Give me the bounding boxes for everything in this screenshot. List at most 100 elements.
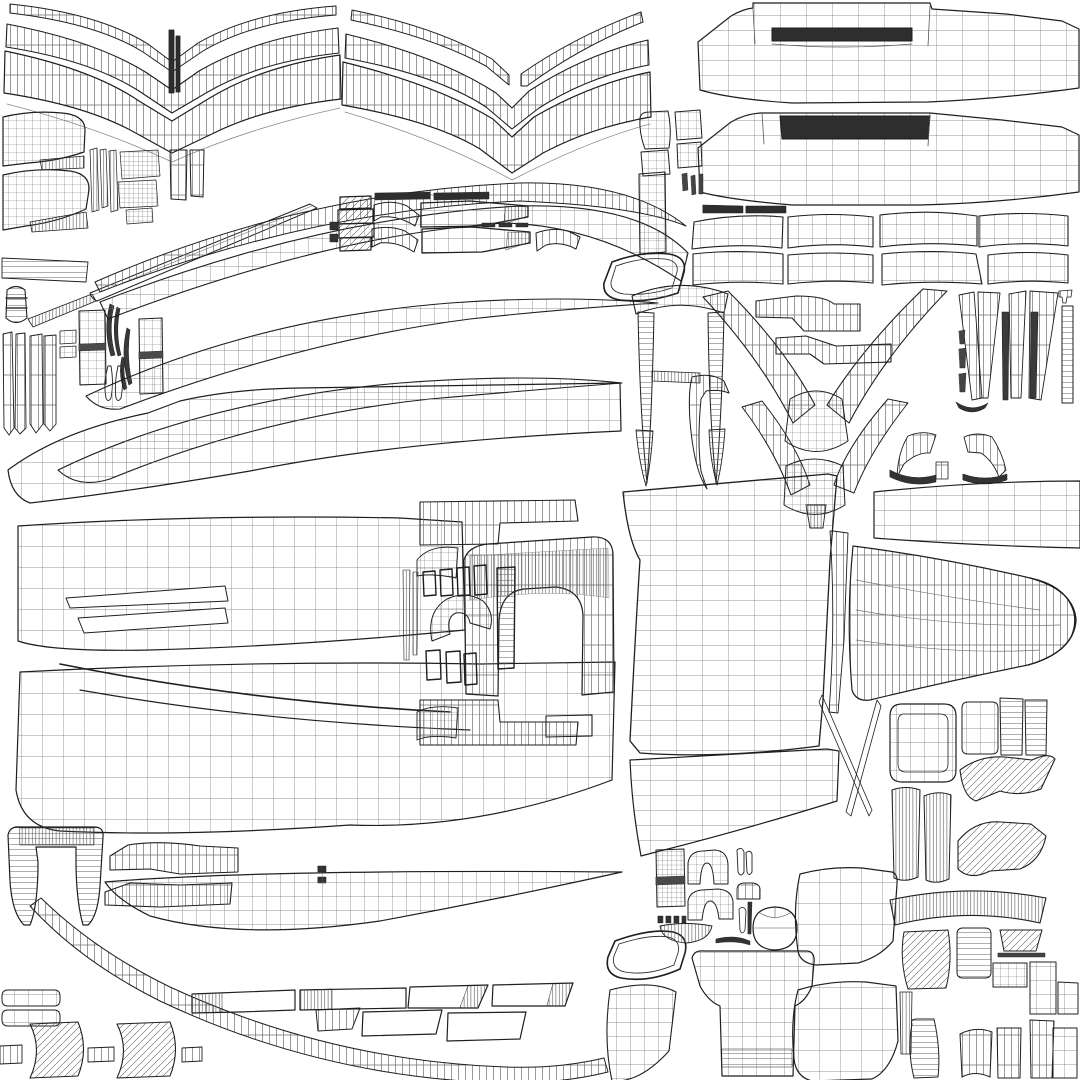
dark-bar-1 xyxy=(374,191,431,201)
sweep-tail xyxy=(606,984,677,1080)
panel-pair-2 xyxy=(1024,699,1048,756)
window-step-bottom xyxy=(419,699,579,746)
central-panel xyxy=(622,473,838,756)
sliver-2 xyxy=(845,699,882,817)
vertical-column-1 xyxy=(891,787,921,881)
flag-2 xyxy=(640,149,671,177)
chevron-center-band-a-right xyxy=(520,11,644,87)
bottom-box-5 xyxy=(361,1009,443,1037)
bowl-arc xyxy=(955,401,989,413)
chevron-left-band-c xyxy=(3,50,342,154)
arch-2 xyxy=(687,888,734,921)
strip-r1c2 xyxy=(787,213,874,249)
panel-pair-1 xyxy=(999,697,1024,756)
striped-bits xyxy=(329,221,339,243)
corner-piece xyxy=(688,374,730,490)
right-box xyxy=(1029,961,1057,1015)
connector-1 xyxy=(0,1044,23,1065)
arrow-piece xyxy=(315,1007,361,1032)
handle-rect-5 xyxy=(425,649,442,681)
tall-strip xyxy=(638,171,667,255)
trumpet-flow-lines xyxy=(855,579,1061,652)
seat-back-band xyxy=(721,1048,793,1068)
fan-bowl xyxy=(659,923,713,944)
strip-r1c1 xyxy=(691,215,784,250)
pillar-rod-b xyxy=(1029,311,1039,399)
left-strip-2 xyxy=(14,332,27,435)
bumper-bottom-creases xyxy=(761,112,931,147)
pillar-bit-3 xyxy=(958,372,967,393)
grid-panel-2 xyxy=(421,226,531,254)
chevron-block-1 xyxy=(29,1021,85,1079)
chevron-center-band-c xyxy=(341,61,652,174)
strip-r1c4 xyxy=(978,212,1069,248)
central-lower-panel xyxy=(629,748,840,857)
barrel xyxy=(5,285,28,324)
handle-thin-2 xyxy=(412,571,419,656)
diag-blade-2 xyxy=(27,293,97,328)
right-panel-1 xyxy=(1057,981,1079,1015)
small-round-rect xyxy=(961,701,999,755)
z-ribbon-1 xyxy=(959,755,1056,802)
grid-panel-2-end xyxy=(505,231,531,251)
column-strip xyxy=(496,566,516,670)
long-grid-band xyxy=(873,480,1080,549)
bottom-box-2-hatch xyxy=(299,988,333,1011)
sliver-1 xyxy=(818,694,873,817)
flag-1 xyxy=(639,110,671,150)
bullet-1 xyxy=(736,847,745,876)
connector-2 xyxy=(87,1046,115,1063)
tong-2 xyxy=(113,306,122,357)
segment-strip xyxy=(1061,305,1074,404)
chevron-left-band-a xyxy=(9,3,337,73)
u-bracket xyxy=(7,826,104,926)
bottom-box-4-end xyxy=(546,982,574,1007)
wing-2 xyxy=(371,226,419,253)
fender-slit-1 xyxy=(65,585,229,609)
small-panel-c2 xyxy=(996,1027,1022,1079)
striped-box-4 xyxy=(339,236,372,252)
fender-b-crease xyxy=(59,663,451,713)
trumpet-bell xyxy=(1027,577,1077,666)
chevron-column xyxy=(901,929,951,990)
handle-rect-7 xyxy=(463,652,478,686)
small-panel-c1 xyxy=(959,1028,993,1078)
vent-bar-a xyxy=(702,204,744,214)
right-panel-2 xyxy=(1052,1027,1078,1079)
bumper-top-body xyxy=(697,2,1080,104)
pill-1 xyxy=(1,989,61,1007)
flag-3 xyxy=(674,109,703,141)
hood-panel xyxy=(7,382,622,504)
debris-strip-2 xyxy=(99,148,109,209)
handle-2 xyxy=(59,345,77,359)
vent-bar-b xyxy=(745,205,787,214)
handle-rect-1 xyxy=(422,570,437,597)
swoosh xyxy=(715,936,751,946)
lamp-a-foot xyxy=(39,155,85,171)
handle-rect-3 xyxy=(456,566,471,597)
round-column xyxy=(956,927,992,979)
small-panel-c3 xyxy=(1029,1019,1055,1079)
stick xyxy=(747,901,753,935)
debris-patch-3 xyxy=(125,207,154,225)
claw-mid-rect xyxy=(935,461,949,480)
spike-small-right xyxy=(708,428,726,486)
fender-b xyxy=(15,661,616,834)
bowtie xyxy=(999,929,1043,952)
spike-small-left xyxy=(635,429,654,487)
strip-r2c1 xyxy=(692,250,784,286)
striped-box-2 xyxy=(337,208,374,225)
blade-a xyxy=(85,298,659,410)
cushion-inner xyxy=(897,713,949,773)
fender-b-crease-2 xyxy=(79,689,471,731)
sweep-band xyxy=(29,897,609,1080)
left-strip-3 xyxy=(29,333,44,434)
grid-panel-1-end xyxy=(503,205,529,225)
claw-right-fan xyxy=(963,433,1007,478)
handle-1 xyxy=(59,329,77,345)
sill-step-1 xyxy=(755,295,861,332)
bumper-top-creases xyxy=(752,5,931,48)
handle-thin-1 xyxy=(402,569,411,661)
